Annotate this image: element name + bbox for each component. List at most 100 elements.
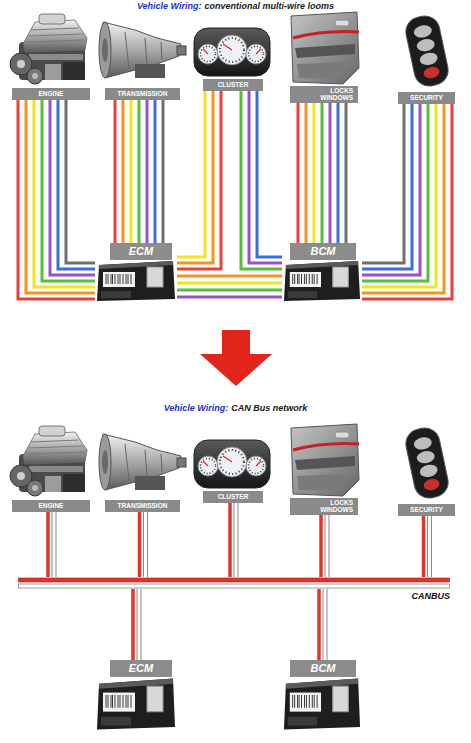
component-label: ENGINE <box>12 88 90 100</box>
wire <box>114 100 117 243</box>
control-module: ECM <box>95 660 177 732</box>
wire <box>297 103 300 243</box>
module-name: ECM <box>110 660 172 677</box>
title-row: Vehicle Wiring:CAN Bus network <box>0 403 471 414</box>
component-name: LOCKS WINDOWS <box>317 500 353 514</box>
wire <box>177 296 282 299</box>
wire <box>130 100 133 243</box>
wire <box>234 503 239 577</box>
wire <box>177 91 221 269</box>
wire <box>26 100 95 293</box>
wire-bundle <box>115 100 163 243</box>
wire <box>323 589 328 660</box>
wire <box>53 512 56 577</box>
wire-bundle <box>177 276 282 297</box>
wire <box>52 512 57 577</box>
wire <box>137 589 142 660</box>
wire <box>362 104 436 287</box>
component-label: TRANSMISSION <box>105 88 180 100</box>
wire <box>428 516 431 577</box>
wire <box>319 515 323 577</box>
can-drop-line <box>133 589 139 660</box>
wire <box>42 100 95 281</box>
bus-stripes <box>18 577 450 589</box>
component-name: TRANSMISSION <box>118 503 168 510</box>
wire <box>66 100 95 263</box>
wire <box>257 91 282 257</box>
wire-bundle <box>362 104 452 299</box>
title-row: Vehicle Wiring:conventional multi-wire l… <box>0 1 471 12</box>
wire <box>325 515 330 577</box>
can-drop-line <box>48 512 54 577</box>
module-name: BCM <box>290 243 356 260</box>
wire <box>162 100 165 243</box>
control-module: ECM <box>95 243 177 303</box>
title-text: CAN Bus network <box>231 403 307 414</box>
wire <box>362 104 412 269</box>
wire <box>58 100 95 269</box>
wire <box>305 103 308 243</box>
component-name: CLUSTER <box>218 494 249 501</box>
can-drop-line <box>140 512 146 577</box>
wire-bundle <box>241 91 282 269</box>
component-label: CLUSTER <box>203 491 263 503</box>
wire <box>362 104 420 275</box>
can-drop-line <box>319 589 325 660</box>
wire <box>138 512 142 577</box>
wire <box>177 289 282 292</box>
wire <box>228 503 232 577</box>
title-text: Vehicle Wiring: <box>137 1 202 12</box>
wire <box>50 100 95 275</box>
component-name: SECURITY <box>410 507 443 514</box>
wire <box>143 512 148 577</box>
component-name: TRANSMISSION <box>118 91 168 98</box>
title-text: Vehicle Wiring: <box>164 403 229 414</box>
wire <box>249 91 282 263</box>
wire <box>235 503 238 577</box>
wire <box>177 275 282 278</box>
wire <box>177 91 205 257</box>
component-label: CLUSTER <box>203 79 263 91</box>
wire <box>144 512 147 577</box>
control-module: BCM <box>282 243 362 303</box>
wire <box>46 512 50 577</box>
wire <box>154 100 157 243</box>
component-name: ENGINE <box>39 503 64 510</box>
wire <box>321 103 324 243</box>
wire <box>18 100 95 299</box>
module-name: BCM <box>290 660 356 677</box>
component-name: SECURITY <box>410 95 443 102</box>
bus-white-line <box>19 584 450 588</box>
wire <box>427 516 432 577</box>
wire <box>34 100 95 287</box>
component-label: LOCKS WINDOWS <box>290 86 358 103</box>
wire <box>131 589 135 660</box>
title-text: conventional multi-wire looms <box>205 1 335 12</box>
control-module: BCM <box>282 660 362 732</box>
wire <box>422 516 426 577</box>
wire <box>146 100 149 243</box>
bus-red-line <box>19 578 450 582</box>
module-name: ECM <box>110 243 172 260</box>
wire <box>138 100 141 243</box>
wire <box>324 589 327 660</box>
bus-name: CANBUS <box>411 591 450 602</box>
wire <box>345 103 348 243</box>
can-drop-line <box>230 503 236 577</box>
wire <box>362 104 452 299</box>
wire <box>337 103 340 243</box>
can-drop-line <box>321 515 327 577</box>
component-label: ENGINE <box>12 500 90 512</box>
wire <box>329 103 332 243</box>
wire <box>177 91 213 263</box>
can-drop-line <box>424 516 430 577</box>
wire <box>362 104 444 293</box>
can-bus: CANBUS <box>18 577 450 589</box>
wire-bundle <box>18 100 95 299</box>
component-label: TRANSMISSION <box>105 500 180 512</box>
red-arrow <box>200 330 272 386</box>
component-label: SECURITY <box>398 504 455 516</box>
